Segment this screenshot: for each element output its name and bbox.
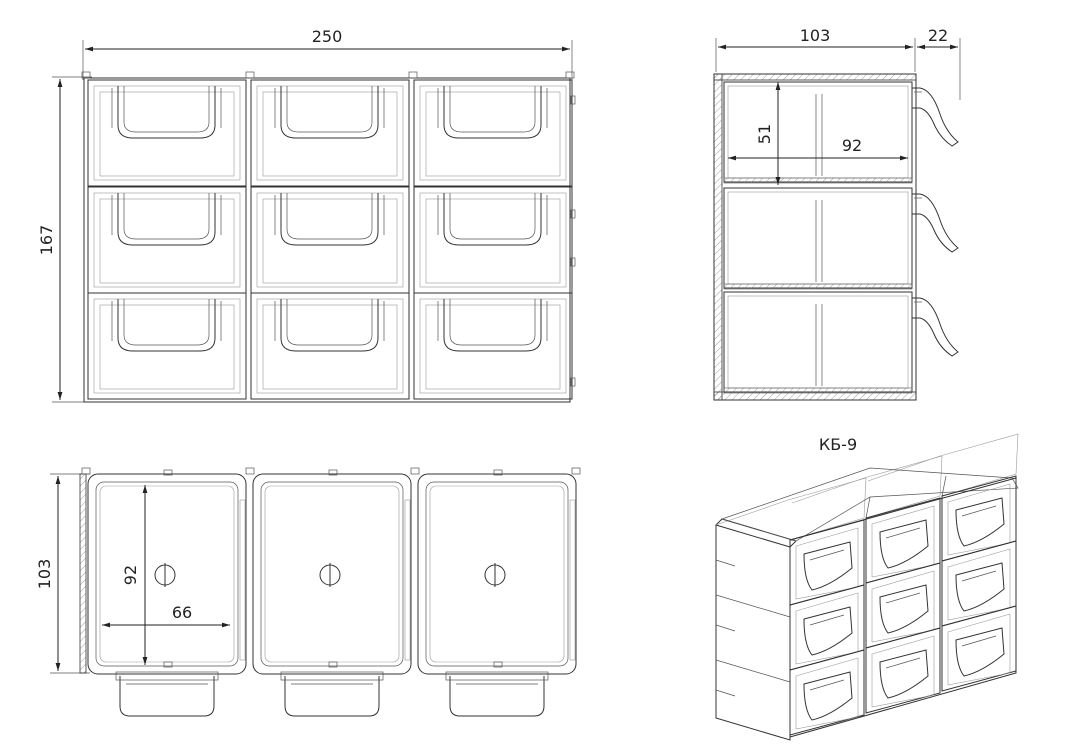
- top-tab: [245, 467, 255, 475]
- front-side-clip: [570, 377, 576, 387]
- side-depth-label: 103: [800, 26, 831, 45]
- iso-view: КБ-9: [715, 433, 1019, 741]
- iso-drawer: [865, 627, 941, 714]
- side-drawer: [723, 187, 959, 290]
- top-depth-label: 103: [35, 559, 54, 590]
- model-label: КБ-9: [819, 435, 857, 454]
- top-tab: [571, 467, 581, 475]
- front-top-tab: [565, 71, 575, 79]
- side-drawer-handle: [912, 297, 959, 357]
- iso-drawer-scoop: [955, 627, 1005, 677]
- side-drawer-handle: [912, 87, 959, 147]
- iso-drawer-scoop: [955, 497, 1005, 547]
- front-width-label: 250: [312, 27, 343, 46]
- side-handle-label: 22: [928, 26, 948, 45]
- side-depth-dimension: 103 22: [715, 26, 961, 100]
- front-side-clip: [570, 209, 576, 219]
- front-top-tab: [245, 71, 255, 79]
- top-back-wall: [79, 473, 87, 674]
- front-drawer: [250, 292, 410, 400]
- iso-top-surface: [720, 467, 1019, 542]
- front-top-tab: [408, 71, 418, 79]
- front-width-dimension: 250: [82, 27, 573, 80]
- iso-drawer: [789, 519, 865, 606]
- iso-cabinet: [715, 433, 1019, 741]
- top-bin-handle: [284, 676, 380, 717]
- iso-drawer-scoop: [955, 562, 1005, 612]
- side-view: 103 22 51 92: [713, 26, 961, 401]
- iso-drawer-scoop: [879, 584, 929, 634]
- front-drawer: [87, 186, 247, 294]
- front-drawer: [413, 186, 573, 294]
- side-drawer-stack: [723, 81, 959, 394]
- side-drawer-depth-label: 92: [842, 136, 862, 155]
- front-side-clip: [570, 95, 576, 105]
- iso-drawer-scoop: [879, 519, 929, 569]
- drawer-scoop: [443, 86, 542, 139]
- front-drawer-grid: [81, 71, 576, 400]
- front-height-label: 167: [37, 225, 56, 256]
- top-bin: [417, 469, 577, 717]
- front-drawer: [87, 79, 247, 187]
- front-height-dimension: 167: [37, 76, 92, 403]
- front-drawer: [413, 292, 573, 400]
- iso-drawer-scoop: [803, 671, 853, 721]
- front-side-clip: [570, 257, 576, 267]
- side-back-wall: [713, 73, 723, 401]
- front-drawer: [250, 79, 410, 187]
- iso-drawer-scoop: [803, 541, 853, 591]
- front-drawer: [250, 186, 410, 294]
- iso-left-panel: [715, 524, 791, 741]
- top-tab: [410, 467, 420, 475]
- iso-drawer-scoop: [803, 606, 853, 656]
- iso-drawer: [865, 497, 941, 584]
- top-bin-row: [81, 467, 581, 717]
- drawer-scoop: [117, 86, 216, 139]
- drawer-scoop: [117, 193, 216, 246]
- front-view: 250 167: [37, 27, 576, 403]
- drawer-scoop: [443, 299, 542, 352]
- drawer-scoop: [280, 193, 379, 246]
- iso-outer-edge: [789, 478, 1017, 738]
- iso-drawer: [789, 649, 865, 736]
- front-drawer: [87, 292, 247, 400]
- top-bin: [87, 469, 247, 717]
- side-outer-frame: [713, 73, 917, 401]
- front-outer-frame: [83, 77, 571, 403]
- top-view: 103 92 66: [35, 467, 581, 717]
- side-drawer-height-label: 51: [755, 124, 774, 144]
- top-inner-dimensions: 92 66: [102, 485, 230, 665]
- side-drawer: [723, 81, 959, 184]
- top-inner-width-label: 66: [172, 603, 192, 622]
- side-drawer-handle: [912, 193, 959, 253]
- side-drawer-dimensions: 51 92: [728, 82, 908, 185]
- top-bin: [252, 469, 412, 717]
- drawer-scoop: [280, 299, 379, 352]
- front-drawer: [413, 79, 573, 187]
- side-top-wall: [713, 73, 917, 81]
- top-bin-handle: [119, 676, 215, 717]
- front-top-tab: [81, 71, 91, 79]
- side-drawer: [723, 291, 959, 394]
- drawer-scoop: [117, 299, 216, 352]
- drawer-scoop: [280, 86, 379, 139]
- drawer-scoop: [443, 193, 542, 246]
- top-tab: [81, 467, 91, 475]
- top-inner-depth-label: 92: [121, 565, 140, 585]
- iso-drawer-scoop: [879, 649, 929, 699]
- top-bin-handle: [449, 676, 545, 717]
